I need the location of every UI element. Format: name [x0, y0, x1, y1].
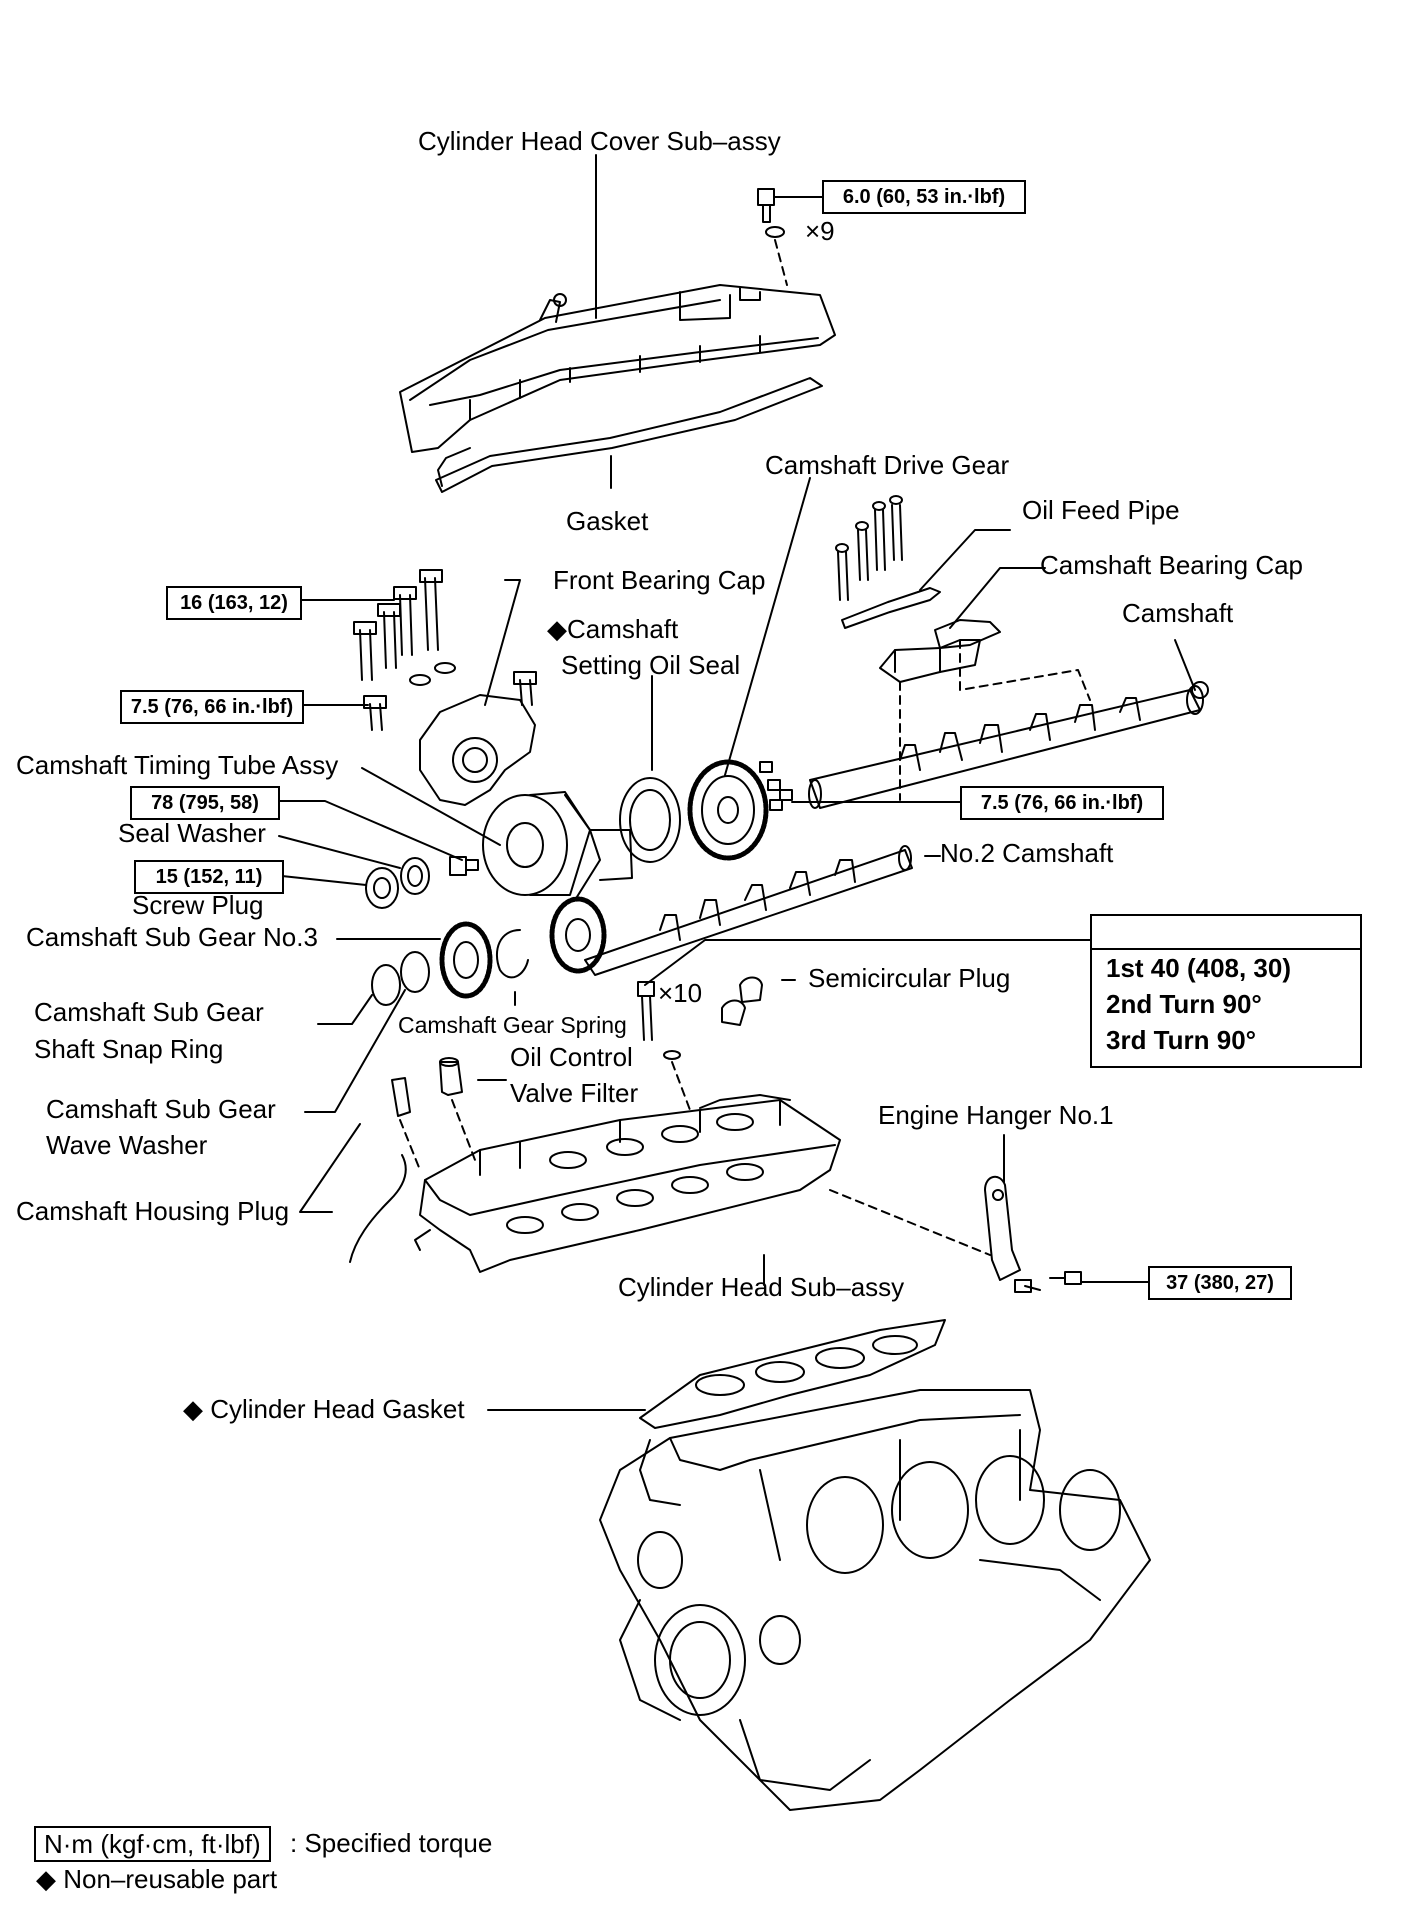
label-ocv-filter-line2: Valve Filter — [510, 1078, 639, 1108]
cylinder-head-gasket — [639, 1319, 946, 1429]
label-seal-washer: Seal Washer — [118, 818, 266, 848]
torque-engine-hanger: 37 (380, 27) — [1148, 1266, 1292, 1300]
legend-nonreusable: ◆ Non–reusable part — [36, 1864, 278, 1894]
no2-camshaft-gear — [549, 896, 607, 974]
camshaft-housing-plug — [391, 1077, 411, 1117]
front-bearing-cap — [419, 694, 536, 806]
spec-step-1: 1st 40 (408, 30) — [1106, 953, 1292, 983]
label-cylinder-head-gasket: ◆ Cylinder Head Gasket — [183, 1394, 465, 1424]
head-bolt — [637, 981, 681, 1060]
label-oil-seal-line2: Setting Oil Seal — [561, 650, 741, 680]
label-semicircular-plug: Semicircular Plug — [808, 963, 1011, 993]
torque-timing-tube: 78 (795, 58) — [130, 786, 280, 820]
label-camshaft-drive-gear: Camshaft Drive Gear — [765, 450, 1010, 480]
cover-gasket — [435, 377, 823, 493]
engine-block — [599, 1389, 1151, 1811]
label-wave-washer-line2: Wave Washer — [46, 1130, 208, 1160]
label-head-bolt-qty: ×10 — [658, 978, 703, 1008]
seal-washer — [400, 857, 430, 895]
label-screw-plug: Screw Plug — [132, 890, 264, 920]
torque-drive-gear-bolt: 7.5 (76, 66 in.·lbf) — [960, 786, 1164, 820]
label-cover-bolt-qty: ×9 — [805, 216, 835, 246]
drive-gear-bolts — [759, 761, 793, 811]
label-wave-washer-line1: Camshaft Sub Gear — [46, 1094, 276, 1124]
torque-screw-plug: 15 (152, 11) — [134, 860, 284, 894]
label-gear-spring: Camshaft Gear Spring — [398, 1012, 627, 1038]
oil-feed-pipe — [841, 587, 941, 629]
label-cylinder-head: Cylinder Head Sub–assy — [618, 1272, 905, 1302]
front-cap-bolts — [353, 569, 537, 731]
bearing-cap-bolts — [835, 495, 903, 601]
label-camshaft-bearing-cap: Camshaft Bearing Cap — [1040, 550, 1304, 580]
label-ocv-filter-line1: Oil Control — [510, 1042, 633, 1072]
label-cylinder-head-cover: Cylinder Head Cover Sub–assy — [418, 126, 781, 156]
label-sub-gear-no3: Camshaft Sub Gear No.3 — [26, 922, 318, 952]
cylinder-head-cover — [399, 284, 836, 453]
label-timing-tube: Camshaft Timing Tube Assy — [16, 750, 339, 780]
label-front-bearing-cap: Front Bearing Cap — [553, 565, 766, 595]
label-no2-camshaft: No.2 Camshaft — [940, 838, 1114, 868]
timing-tube-assy — [482, 791, 633, 901]
sub-gear-snap-ring — [371, 964, 401, 1006]
camshaft-gear-spring — [495, 929, 529, 979]
torque-front-cap-long: 16 (163, 12) — [166, 586, 302, 620]
camshaft-sub-gear-no3 — [439, 921, 493, 999]
timing-tube-bolt — [449, 856, 479, 876]
label-gasket: Gasket — [566, 506, 649, 536]
legend-torque-unit: N·m (kgf·cm, ft·lbf) — [34, 1826, 271, 1862]
label-oil-feed-pipe: Oil Feed Pipe — [1022, 495, 1180, 525]
camshaft-drive-gear — [687, 759, 769, 861]
semicircular-plug — [721, 976, 763, 1026]
no2-camshaft — [584, 845, 913, 976]
camshaft — [808, 681, 1209, 809]
torque-cover-bolt: 6.0 (60, 53 in.·lbf) — [822, 180, 1026, 214]
engine-hanger-bolts — [1014, 1271, 1082, 1293]
legend-torque-desc: : Specified torque — [290, 1828, 493, 1858]
camshaft-oil-seal — [619, 777, 681, 863]
label-oil-seal-line1: ◆Camshaft — [547, 614, 679, 644]
label-housing-plug: Camshaft Housing Plug — [16, 1196, 290, 1226]
label-engine-hanger: Engine Hanger No.1 — [878, 1100, 1114, 1130]
label-snap-ring-line1: Camshaft Sub Gear — [34, 997, 264, 1027]
label-camshaft: Camshaft — [1122, 598, 1234, 628]
sub-gear-wave-washer — [400, 951, 430, 993]
engine-hanger-no1 — [984, 1175, 1021, 1281]
camshaft-bearing-cap — [879, 619, 1001, 683]
spec-step-3: 3rd Turn 90° — [1106, 1025, 1257, 1055]
oil-control-valve-filter — [439, 1057, 463, 1096]
cylinder-head — [414, 1094, 841, 1273]
label-snap-ring-line2: Shaft Snap Ring — [34, 1034, 224, 1064]
head-bolt-torque-spec: 1st 40 (408, 30) 2nd Turn 90° 3rd Turn 9… — [1090, 914, 1362, 1068]
screw-plug — [365, 867, 399, 909]
spec-step-2: 2nd Turn 90° — [1106, 989, 1262, 1019]
torque-front-cap-short: 7.5 (76, 66 in.·lbf) — [120, 690, 304, 724]
spec-header — [1092, 916, 1360, 950]
